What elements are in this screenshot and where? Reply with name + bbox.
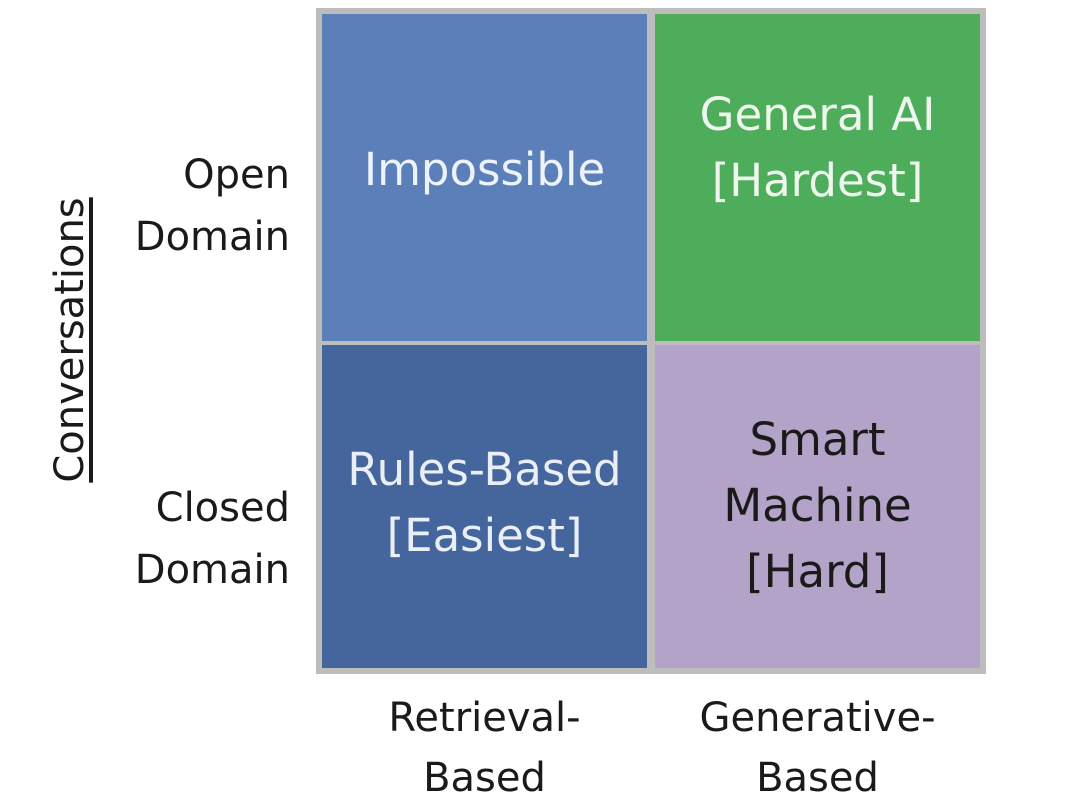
quadrant-rules-based-label: Rules-Based [Easiest] — [347, 442, 622, 562]
quadrant-matrix: Impossible General AI [Hardest] Rules-Ba… — [316, 8, 986, 674]
quadrant-smart-machine: Smart Machine [Hard] — [655, 345, 980, 668]
quadrant-general-ai-label: General AI [Hardest] — [699, 87, 936, 207]
y-axis-title: Conversations — [47, 197, 93, 483]
quadrant-general-ai: General AI [Hardest] — [655, 14, 980, 341]
quadrant-smart-machine-label: Smart Machine [Hard] — [723, 412, 912, 598]
row-label-closed-domain: Closed Domain — [134, 485, 290, 593]
row-label-open-domain: Open Domain — [134, 152, 290, 260]
column-label-generative-based: Generative- Based — [699, 695, 936, 801]
quadrant-impossible-label: Impossible — [363, 142, 606, 196]
quadrant-rules-based: Rules-Based [Easiest] — [322, 345, 647, 668]
column-label-retrieval-based: Retrieval- Based — [388, 695, 581, 801]
quadrant-impossible: Impossible — [322, 14, 647, 341]
